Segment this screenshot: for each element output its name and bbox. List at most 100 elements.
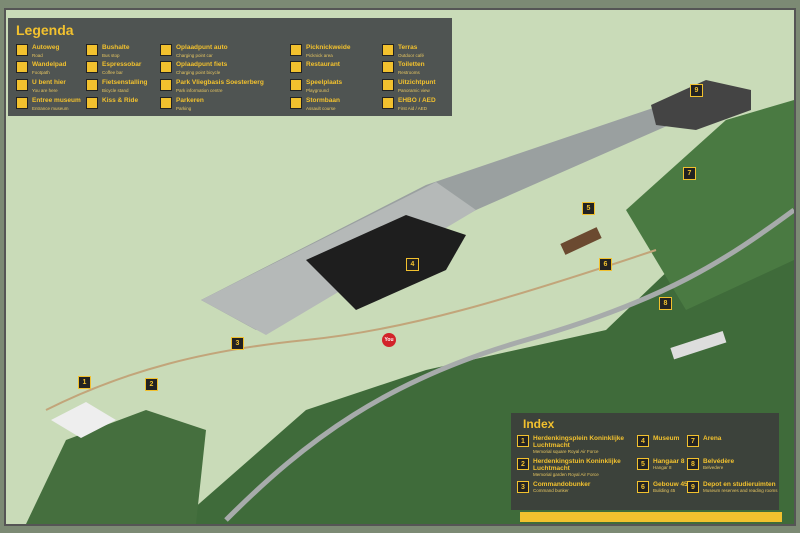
legend-translation: Charging point bicycle — [176, 70, 221, 75]
legend-translation: Playground — [306, 88, 329, 93]
footpath — [45, 249, 657, 411]
map-marker-3[interactable]: 3 — [231, 337, 244, 350]
legend-label: Parkeren — [176, 97, 204, 104]
index-translation: Command bunker — [533, 488, 569, 493]
legend-label: Fietsenstalling — [102, 79, 148, 86]
legend-translation: Park information centre — [176, 88, 223, 93]
map-marker-6[interactable]: 6 — [599, 258, 612, 271]
legend-label: Terras — [398, 44, 418, 51]
legend-translation: Panoramic view — [398, 88, 430, 93]
legend-translation: Outdoor café — [398, 53, 425, 58]
map-marker-4[interactable]: 4 — [406, 258, 419, 271]
index-number: 7 — [687, 435, 699, 447]
legend-label: U bent hier — [32, 79, 66, 86]
legend-label: Picknickweide — [306, 44, 351, 51]
charging-car-icon — [160, 44, 172, 56]
index-label: Depot en studieruimten — [703, 481, 776, 488]
binoculars-icon — [382, 79, 394, 91]
index-number: 4 — [637, 435, 649, 447]
playground-icon — [290, 79, 302, 91]
yellow-strip — [520, 512, 782, 522]
entrance-arrow-icon — [16, 97, 28, 109]
map-marker-1[interactable]: 1 — [78, 376, 91, 389]
legend-translation: First Aid / AED — [398, 106, 428, 111]
bicycle-icon — [86, 79, 98, 91]
legend-label: EHBO / AED — [398, 97, 436, 104]
restroom-icon — [382, 61, 394, 73]
legend-label: Park Vliegbasis Soesterberg — [176, 79, 264, 86]
map-marker-7[interactable]: 7 — [683, 167, 696, 180]
legend-label: Entree museum — [32, 97, 81, 104]
bus-icon — [86, 44, 98, 56]
map-marker-2[interactable]: 2 — [145, 378, 158, 391]
legend-translation: Coffee bar — [102, 70, 123, 75]
kiss-ride-icon — [86, 97, 98, 109]
index-label: Herdenkingstuin Koninklijke Luchtmacht — [533, 458, 621, 472]
restaurant-icon — [290, 61, 302, 73]
index-number: 9 — [687, 481, 699, 493]
index-translation: Memorial garden Royal Air Force — [533, 472, 599, 477]
index-number: 8 — [687, 458, 699, 470]
forest-area — [626, 100, 794, 310]
legend-label: Oplaadpunt fiets — [176, 61, 228, 68]
legend-label: Toiletten — [398, 61, 425, 68]
index-label: Museum — [653, 435, 680, 442]
charging-bicycle-icon — [160, 61, 172, 73]
legend-label: Bushalte — [102, 44, 130, 51]
index-number: 6 — [637, 481, 649, 493]
legend-translation: Bicycle stand — [102, 88, 129, 93]
legend-title: Legenda — [16, 22, 74, 38]
index-translation: Museum reserves and reading rooms — [703, 488, 778, 493]
legend-translation: Entrance museum — [32, 106, 69, 111]
map-marker-5[interactable]: 5 — [582, 202, 595, 215]
legend-item: Kiss & Ride — [86, 97, 138, 109]
legend-label: Stormbaan — [306, 97, 340, 104]
index-label: Belvédère — [703, 458, 735, 465]
terrace-icon — [382, 44, 394, 56]
legend-translation: You are here — [32, 88, 58, 93]
road — [224, 207, 794, 522]
hangar-5 — [560, 227, 602, 255]
parking-icon — [160, 97, 172, 109]
museum-building — [306, 215, 466, 310]
index-translation: Belvedere — [703, 465, 724, 470]
index-number: 3 — [517, 481, 529, 493]
index-translation: Building 45 — [653, 488, 676, 493]
legend-translation: Assault course — [306, 106, 336, 111]
you-are-here-icon — [16, 79, 28, 91]
legend-translation: Picknick area — [306, 53, 333, 58]
legend-label: Kiss & Ride — [102, 97, 139, 104]
map-marker-9[interactable]: 9 — [690, 84, 703, 97]
index-translation: Hangar 8 — [653, 465, 672, 470]
index-label: Commandobunker — [533, 481, 591, 488]
map-marker-8[interactable]: 8 — [659, 297, 672, 310]
memorial-square — [51, 402, 116, 438]
you-are-here-marker: You — [382, 333, 396, 347]
legend-translation: Charging point car — [176, 53, 213, 58]
index-translation: Memorial square Royal Air Force — [533, 449, 599, 454]
index-item: 4 Museum — [637, 435, 689, 447]
legend-item: Restaurant — [290, 61, 340, 73]
legend-label: Autoweg — [32, 44, 60, 51]
